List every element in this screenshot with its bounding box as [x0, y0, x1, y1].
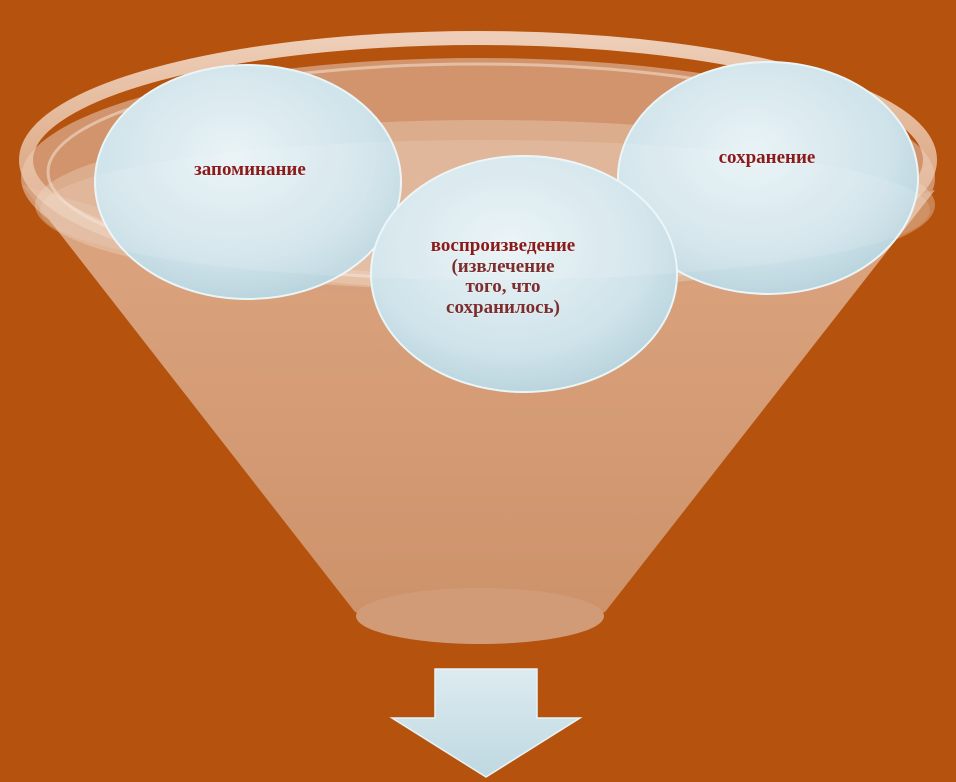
funnel-neck [356, 588, 604, 644]
label-reproduce-line-3: того, что [465, 276, 541, 298]
label-reproduce-line-2: (извлечение [451, 255, 555, 277]
label-reproduce-line-4: сохранилось) [446, 296, 560, 318]
label-reproduce: воспроизведение (извлечение того, что со… [408, 235, 598, 318]
label-reproduce-line-1: воспроизведение [430, 235, 576, 256]
label-memorize-line: запоминание [194, 159, 306, 180]
down-arrow-icon [389, 668, 583, 778]
label-memorize: запоминание [165, 159, 335, 181]
circle-reproduce [370, 155, 678, 393]
circle-memorize [94, 64, 402, 300]
label-preserve: сохранение [682, 147, 852, 169]
label-preserve-line: сохранение [718, 147, 816, 168]
circle-preserve [617, 61, 919, 295]
glass-band [40, 140, 930, 280]
